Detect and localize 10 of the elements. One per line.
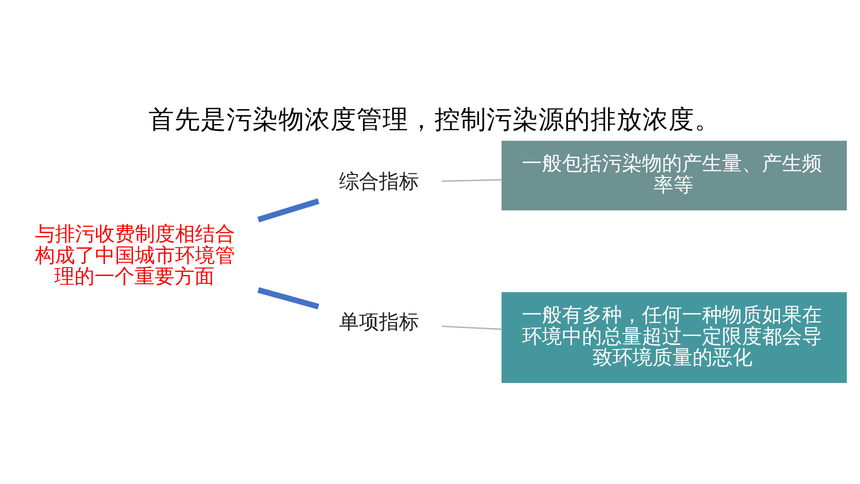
diagram-title: 首先是污染物浓度管理，控制污染源的排放浓度。 <box>148 104 720 135</box>
node-text: 综合指标 <box>338 170 418 193</box>
node-box: 一般有多种，任何一种物质如果在环境中的总量超过一定限度都会导致环境质量的恶化 <box>501 292 846 384</box>
connector <box>441 326 502 330</box>
node-text: 单项指标 <box>338 310 418 334</box>
connector <box>441 179 502 182</box>
connector <box>256 198 319 222</box>
node-box: 一般包括污染物的产生量、产生频率等 <box>501 140 846 210</box>
node-text: 与排污收费制度相结合构成了中国城市环境管理的一个重要方面 <box>34 222 234 288</box>
connector <box>256 287 319 310</box>
